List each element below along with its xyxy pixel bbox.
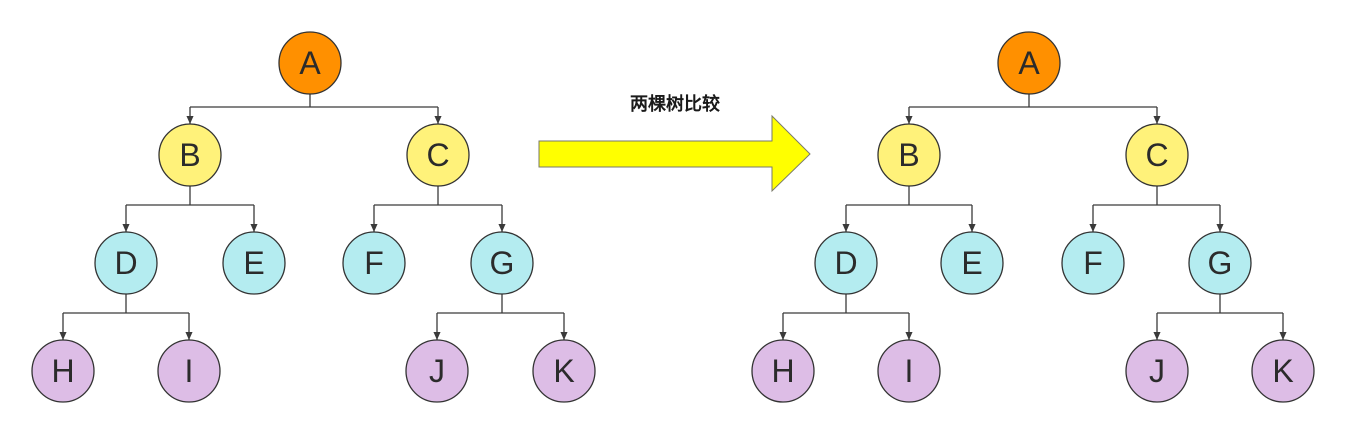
node-label: B [179,137,200,173]
node-label: F [364,245,384,281]
node-label: I [905,353,914,389]
tree-node-e: E [940,231,1004,295]
tree-node-j: J [1125,339,1189,403]
tree-node-g: G [470,231,534,295]
node-circle [342,231,406,295]
tree-node-f: F [1061,231,1125,295]
node-circle [470,231,534,295]
tree-node-b: B [877,123,941,187]
tree-node-k: K [1251,339,1315,403]
node-circle [997,31,1061,95]
node-label: E [961,245,982,281]
comparison-caption: 两棵树比较 [630,93,720,115]
right-tree: A B C D E F G H I J K [751,31,1315,403]
node-label: K [553,353,574,389]
node-circle [158,123,222,187]
tree-node-i: I [877,339,941,403]
comparison-indicator: 两棵树比较 [538,93,811,193]
node-label: H [51,353,74,389]
node-label: D [834,245,857,281]
tree-node-a: A [278,31,342,95]
tree-node-c: C [1125,123,1189,187]
node-circle [157,339,221,403]
node-circle [877,339,941,403]
node-label: A [1018,45,1040,81]
node-circle [278,31,342,95]
left-tree: A B C D E F G H I J K [31,31,596,403]
node-label: G [1208,245,1233,281]
node-label: J [429,353,445,389]
node-label: C [426,137,449,173]
node-circle [877,123,941,187]
tree-node-a: A [997,31,1061,95]
edges [779,94,1287,340]
node-circle [94,231,158,295]
node-label: I [185,353,194,389]
tree-node-i: I [157,339,221,403]
tree-node-c: C [406,123,470,187]
node-circle [532,339,596,403]
tree-node-d: D [814,231,878,295]
tree-node-h: H [31,339,95,403]
node-circle [1188,231,1252,295]
tree-node-g: G [1188,231,1252,295]
node-label: J [1149,353,1165,389]
tree-node-j: J [405,339,469,403]
node-circle [814,231,878,295]
node-circle [751,339,815,403]
node-circle [1125,123,1189,187]
node-circle [1061,231,1125,295]
node-circle [222,231,286,295]
node-label: C [1145,137,1168,173]
node-circle [1125,339,1189,403]
comparison-arrow-icon [538,114,811,193]
node-label: D [114,245,137,281]
node-label: A [299,45,321,81]
node-label: K [1272,353,1293,389]
node-circle [940,231,1004,295]
node-circle [31,339,95,403]
node-label: F [1083,245,1103,281]
node-circle [406,123,470,187]
tree-node-b: B [158,123,222,187]
tree-node-h: H [751,339,815,403]
tree-node-d: D [94,231,158,295]
node-label: E [243,245,264,281]
tree-node-f: F [342,231,406,295]
node-label: B [898,137,919,173]
node-circle [1251,339,1315,403]
node-label: H [771,353,794,389]
node-label: G [490,245,515,281]
tree-node-e: E [222,231,286,295]
node-circle [405,339,469,403]
tree-node-k: K [532,339,596,403]
edges [59,94,568,340]
